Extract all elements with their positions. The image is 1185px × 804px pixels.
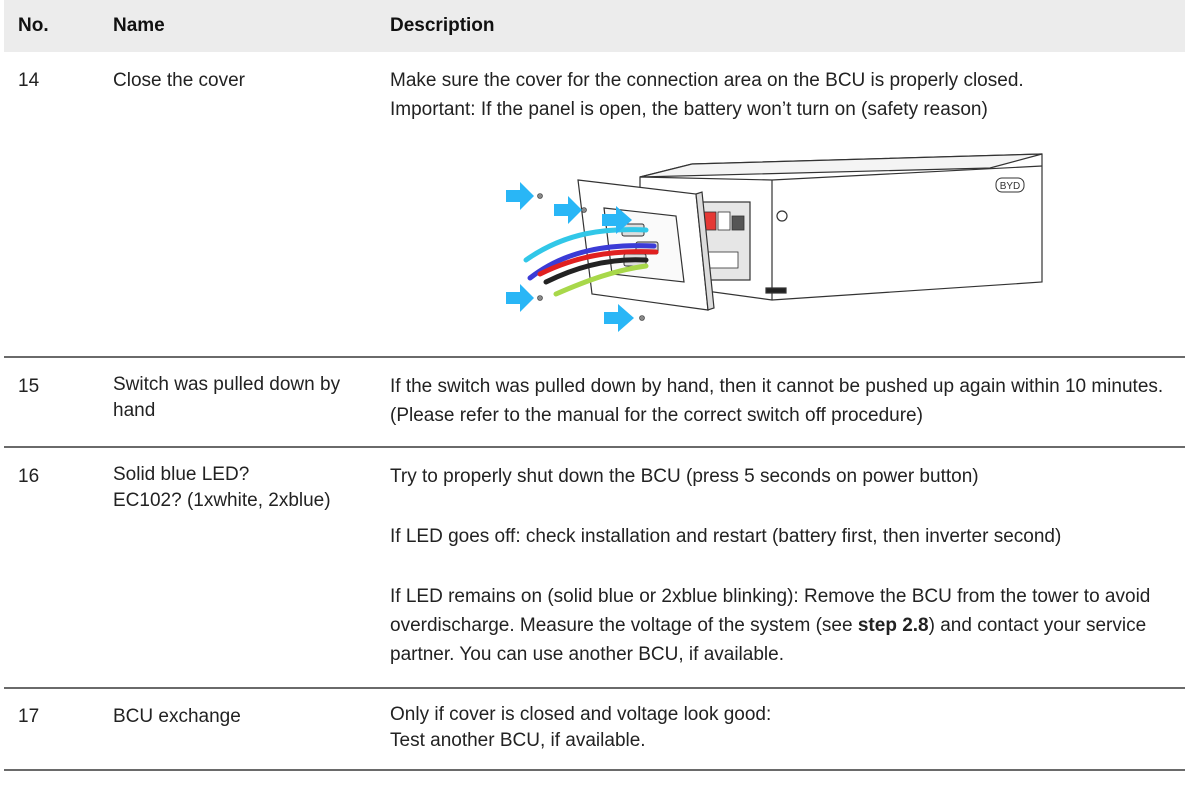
row-number: 14 (18, 70, 40, 91)
arrow-icon (602, 206, 632, 234)
row-divider (4, 446, 1185, 448)
table-header: No. Name Description (4, 0, 1185, 52)
arrow-icon (506, 284, 534, 312)
bcu-logo: BYD (995, 177, 1025, 193)
cover-edge (695, 191, 715, 311)
arrow-icon (554, 196, 582, 224)
description-line: Important: If the panel is open, the bat… (390, 99, 988, 120)
row-description-1: Try to properly shut down the BCU (press… (390, 466, 979, 487)
bcu-top (639, 153, 1043, 178)
cable-cyan (523, 227, 649, 263)
row-name: Switch was pulled down by hand (113, 374, 341, 421)
row-name: Close the cover (113, 70, 246, 91)
arrow-icon (506, 182, 534, 210)
description-line: Make sure the cover for the connection a… (390, 70, 1024, 91)
header-no: No. (18, 15, 49, 36)
cable-green (553, 263, 649, 297)
cables (523, 227, 659, 297)
row-description: If the switch was pulled down by hand, t… (390, 372, 1182, 430)
bcu-edge (771, 165, 1043, 181)
row-description-3: If LED remains on (solid blue or 2xblue … (390, 582, 1180, 669)
row-description: Make sure the cover for the connection a… (390, 66, 1180, 124)
bcu-label (765, 287, 787, 294)
row-name-line: Solid blue LED? (113, 464, 250, 485)
power-button (776, 210, 788, 222)
description-line: If the switch was pulled down by hand, t… (390, 376, 1164, 426)
row-number: 16 (18, 466, 40, 487)
bcu-edge (639, 176, 773, 181)
arrows (506, 182, 634, 332)
row-number: 15 (18, 376, 40, 397)
description-text: If LED remains on (solid blue or 2xblue … (390, 586, 1151, 636)
step-reference: step 2.8 (857, 615, 929, 636)
row-name-line: EC102? (1xwhite, 2xblue) (113, 490, 331, 511)
row-divider (4, 356, 1185, 358)
description-line: Only if cover is closed and voltage look… (390, 704, 772, 725)
row-divider (4, 769, 1185, 771)
row-name: Solid blue LED? EC102? (1xwhite, 2xblue) (113, 462, 331, 514)
row-divider (4, 687, 1185, 689)
description-line: Test another BCU, if available. (390, 730, 646, 751)
cable-blue (527, 243, 657, 281)
logo-text: BYD (1000, 181, 1021, 192)
screws (537, 193, 645, 321)
row-number: 17 (18, 706, 40, 727)
description-text: ) and contact your service partner. You … (390, 615, 1147, 665)
cable-black (543, 257, 649, 285)
arrow-icon (604, 304, 634, 332)
bcu-cover-illustration: BYD (506, 153, 1043, 332)
header-description: Description (390, 15, 495, 36)
bcu-internals (703, 211, 745, 269)
row-description-2: If LED goes off: check installation and … (390, 526, 1062, 547)
row-name: BCU exchange (113, 706, 241, 727)
cable-red (537, 249, 659, 277)
row-description: Only if cover is closed and voltage look… (390, 702, 1180, 754)
header-name: Name (113, 15, 165, 36)
